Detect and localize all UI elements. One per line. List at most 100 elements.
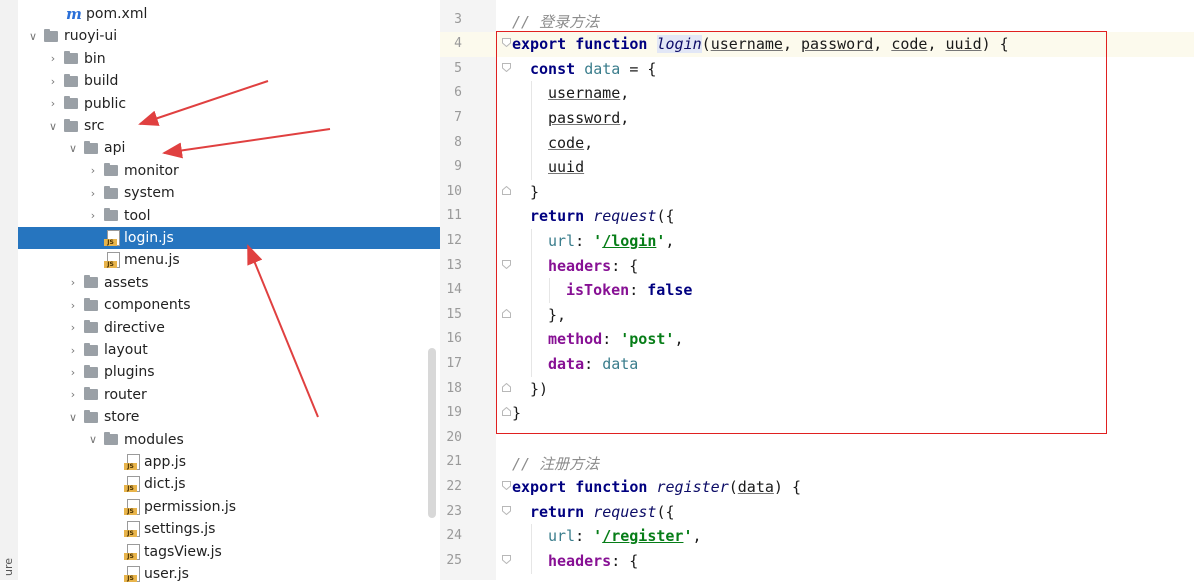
project-tree-scrollbar[interactable] [428,348,436,518]
tree-item-label: directive [104,319,165,336]
chevron-right-icon[interactable]: › [50,52,56,66]
code-line[interactable]: 21// 注册方法 [440,450,1194,475]
fold-collapse-icon[interactable] [502,480,511,490]
code-token: ({ [656,207,675,226]
tool-strip-label[interactable]: ure [2,557,15,576]
code-text: return request({ [512,503,675,525]
chevron-right-icon[interactable]: › [90,164,96,178]
js-badge: JS [124,463,137,470]
tree-item-modules[interactable]: ∨modules [18,429,508,451]
line-number: 18 [446,380,462,396]
tree-item-store[interactable]: ∨store [18,406,488,428]
chevron-right-icon[interactable]: › [50,74,56,88]
string-path[interactable]: /login [602,231,657,250]
code-line[interactable]: 18}) [440,377,1194,402]
indent-guide [512,330,530,352]
code-token: request [593,207,657,226]
fold-collapse-icon[interactable] [502,38,511,48]
tree-item-components[interactable]: ›components [18,294,488,316]
tree-item-src[interactable]: ∨src [18,115,468,137]
code-line[interactable]: 10} [440,180,1194,205]
tree-item-plugins[interactable]: ›plugins [18,361,488,383]
chevron-right-icon[interactable]: › [70,365,76,379]
chevron-right-icon[interactable]: › [70,276,76,290]
indent-guide [512,183,530,205]
fold-end-icon[interactable] [502,382,511,392]
tree-item-router[interactable]: ›router [18,384,488,406]
chevron-right-icon[interactable]: › [70,388,76,402]
tree-item-directive[interactable]: › directive [18,317,488,339]
fold-end-icon[interactable] [502,407,511,417]
code-line[interactable]: 15}, [440,302,1194,328]
code-line[interactable]: 3// 登录方法 [440,8,1194,33]
chevron-down-icon[interactable]: ∨ [48,119,58,133]
tree-item-assets[interactable]: ›assets [18,272,488,294]
fold-collapse-icon[interactable] [502,259,511,269]
folder-icon [104,208,118,222]
line-number: 24 [446,528,462,544]
indent-guide [530,524,548,550]
tree-item-label: public [84,95,127,112]
chevron-down-icon[interactable]: ∨ [68,410,78,424]
tree-item-ruoyi-ui[interactable]: ∨ruoyi-ui [18,25,448,47]
chevron-right-icon[interactable]: › [90,209,96,223]
chevron-right-icon[interactable]: › [70,321,76,335]
tree-item-tool[interactable]: ›tool [18,205,508,227]
fold-end-icon[interactable] [502,308,511,318]
project-tool-window-strip[interactable]: ure [0,0,19,580]
fold-collapse-icon[interactable] [502,554,511,564]
code-text: isToken: false [512,278,692,304]
tree-item-system[interactable]: ›system [18,182,508,204]
chevron-right-icon[interactable]: › [90,186,96,200]
code-token: headers [548,256,612,275]
tree-item-public[interactable]: › public [18,93,468,115]
chevron-right-icon[interactable]: › [50,97,56,111]
fold-end-icon[interactable] [502,185,511,195]
folder-icon [44,28,58,42]
tree-item-bin[interactable]: ›bin [18,48,468,70]
tree-item-build[interactable]: ›build [18,70,468,92]
code-token: , [665,231,675,250]
chevron-down-icon[interactable]: ∨ [88,433,98,447]
chevron-right-icon[interactable]: › [70,298,76,312]
code-line[interactable]: 20 [440,426,1194,451]
line-number: 9 [454,159,462,175]
tree-item-monitor[interactable]: ›monitor [18,160,508,182]
code-text: // 注册方法 [512,453,599,474]
fold-collapse-icon[interactable] [502,62,511,72]
code-line[interactable]: 19} [440,401,1194,426]
chevron-down-icon[interactable]: ∨ [28,29,38,43]
tree-item-layout[interactable]: ›layout [18,339,488,361]
tree-item-label: user.js [144,566,189,582]
fold-collapse-icon[interactable] [502,505,511,515]
string-path[interactable]: /register [602,527,684,546]
tree-item-api[interactable]: ∨api [18,137,488,159]
chevron-right-icon[interactable]: › [70,343,76,357]
chevron-down-icon[interactable]: ∨ [68,141,78,155]
